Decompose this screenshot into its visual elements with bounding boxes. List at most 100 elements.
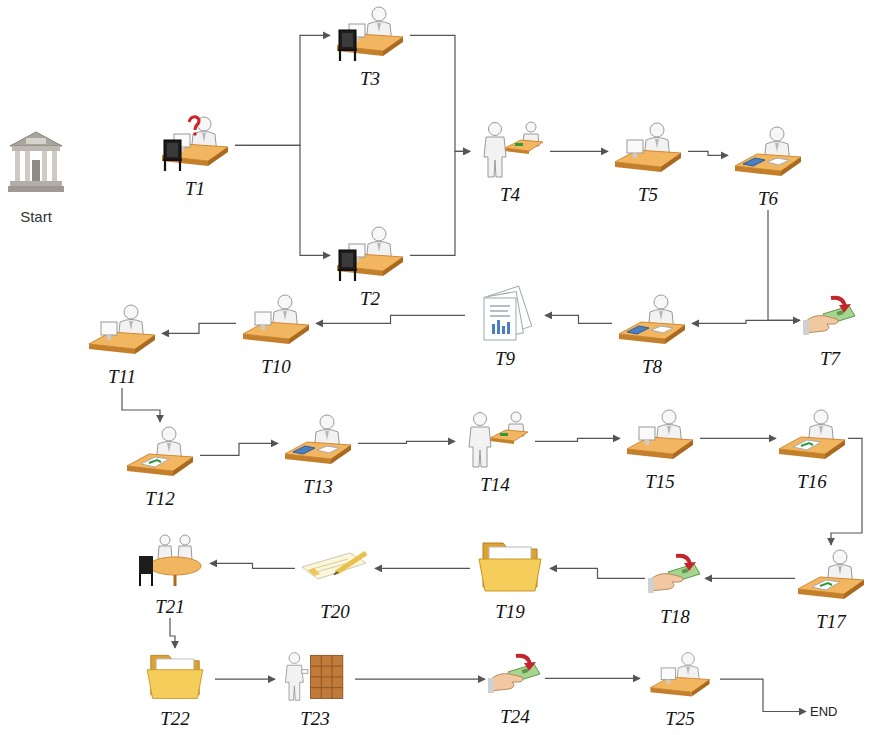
- task-node: T16: [776, 405, 848, 493]
- task-node: T14: [455, 408, 535, 496]
- task-label: T8: [612, 356, 692, 378]
- flow-arrow: [550, 568, 645, 578]
- flow-arrow: [210, 563, 295, 568]
- flow-arrow: [705, 578, 795, 579]
- task-label: T22: [135, 708, 215, 730]
- meeting-icon: [139, 535, 201, 586]
- flow-arrow: [688, 151, 728, 155]
- standing-icon: [469, 412, 528, 467]
- task-label: T18: [645, 606, 705, 628]
- flow-arrow: [316, 315, 465, 323]
- flow-arrow: [235, 35, 330, 145]
- task-label: T11: [82, 366, 162, 388]
- task-label: T4: [470, 184, 550, 206]
- task-node: T24: [485, 648, 545, 728]
- task-label: T10: [236, 356, 316, 378]
- hand-icon: [803, 298, 855, 335]
- task-label: T2: [330, 288, 410, 310]
- terminal-label: Start: [5, 206, 67, 228]
- task-node: T25: [640, 648, 720, 730]
- desk-icon: [615, 123, 681, 172]
- task-node: T3: [330, 2, 410, 90]
- form-icon: [302, 553, 366, 579]
- flow-arrow: [545, 315, 612, 323]
- desk-icon: [243, 295, 309, 344]
- flow-arrow: [358, 441, 455, 443]
- task-label: T12: [120, 488, 200, 510]
- flow-arrow: [410, 35, 470, 151]
- desk-icon: [779, 410, 845, 459]
- task-node: T6: [728, 122, 808, 210]
- task-node: T2: [330, 222, 410, 310]
- desk-icon: [285, 415, 351, 464]
- task-node: T5: [608, 118, 688, 206]
- task-node: T8: [612, 290, 692, 378]
- terminal-label: END: [810, 703, 837, 721]
- desk-icon: [619, 295, 685, 344]
- desk-icon: [337, 7, 403, 61]
- flow-arrow: [122, 388, 160, 422]
- task-label: T6: [728, 188, 808, 210]
- task-node: T15: [620, 405, 700, 493]
- bank-icon: [8, 132, 64, 192]
- task-label: T25: [640, 708, 720, 730]
- task-node: T4: [470, 118, 550, 206]
- task-label: T3: [330, 68, 410, 90]
- flow-arrow: [355, 679, 485, 680]
- task-node: T9: [465, 282, 545, 370]
- task-node: T22: [135, 648, 215, 730]
- standing-icon: [484, 122, 543, 177]
- task-node: T20: [295, 535, 375, 623]
- flow-arrow: [550, 151, 608, 152]
- task-node: T19: [470, 535, 550, 623]
- task-label: T19: [470, 601, 550, 623]
- task-node: T18: [645, 548, 705, 628]
- flow-arrow: [692, 320, 800, 323]
- task-node: T7: [800, 290, 860, 370]
- task-label: T23: [275, 708, 355, 730]
- task-label: T9: [465, 348, 545, 370]
- task-node: T1: [155, 112, 235, 200]
- task-label: T14: [455, 474, 535, 496]
- desk-icon: [735, 127, 801, 176]
- flow-arrow: [831, 438, 862, 545]
- flow-arrow: [410, 151, 470, 255]
- flow-arrow: [215, 679, 275, 680]
- task-node: T17: [795, 545, 867, 633]
- task-node: T10: [236, 290, 316, 378]
- task-label: T24: [485, 706, 545, 728]
- desk-icon: [798, 550, 864, 599]
- flow-arrow: [375, 568, 470, 569]
- task-label: T17: [795, 611, 867, 633]
- flow-arrow: [768, 210, 800, 320]
- flow-arrow: [162, 323, 236, 333]
- task-node: T13: [278, 410, 358, 498]
- task-node: T11: [82, 300, 162, 388]
- flow-arrow: [170, 618, 175, 648]
- flow-arrow: [535, 438, 620, 441]
- flow-arrow: [720, 679, 806, 711]
- desk-icon: [650, 653, 709, 697]
- task-label: T21: [130, 596, 210, 618]
- hand-icon: [648, 556, 700, 593]
- desk-icon: [89, 305, 155, 354]
- desk-icon: [162, 117, 228, 171]
- flow-arrow: [545, 678, 640, 679]
- flow-arrow: [235, 145, 330, 255]
- report-icon: [484, 286, 532, 340]
- desk-icon: [127, 427, 193, 476]
- task-label: T5: [608, 184, 688, 206]
- desk-icon: [627, 410, 693, 459]
- task-label: T1: [155, 178, 235, 200]
- desk-icon: [337, 227, 403, 281]
- start-node: Start: [5, 128, 67, 228]
- folder-icon: [479, 543, 541, 591]
- task-label: T15: [620, 471, 700, 493]
- task-node: T12: [120, 422, 200, 510]
- task-label: T13: [278, 476, 358, 498]
- task-label: T16: [776, 471, 848, 493]
- end-node: END: [806, 700, 841, 723]
- task-label: T7: [800, 348, 860, 370]
- task-label: T20: [295, 601, 375, 623]
